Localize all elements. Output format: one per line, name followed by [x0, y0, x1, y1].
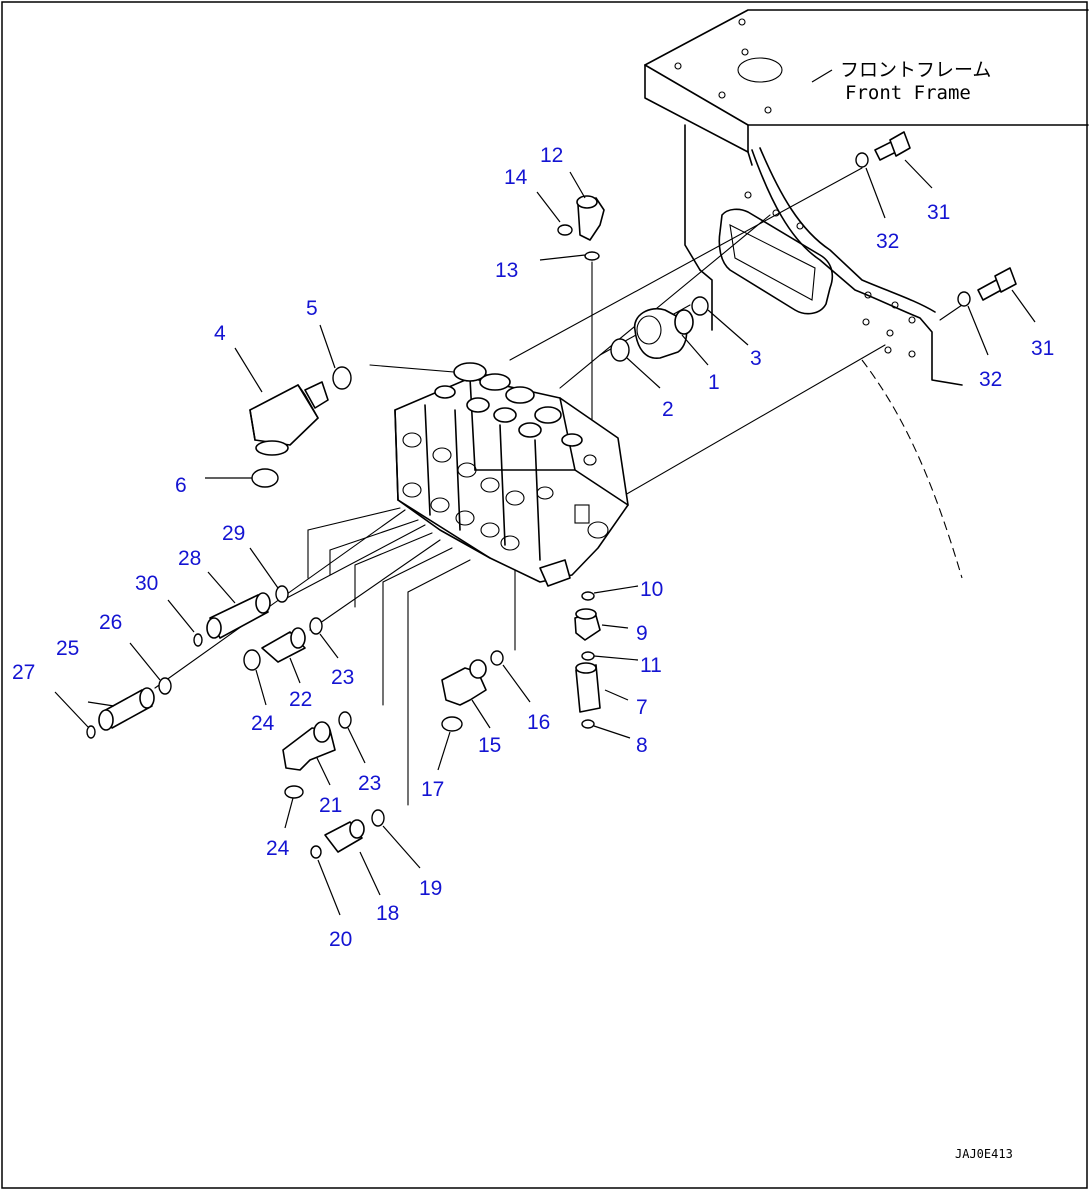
- part-18-adapter: [324, 819, 365, 853]
- part-1-adapter: [634, 308, 694, 359]
- part-label: 21: [319, 794, 342, 817]
- part-17-oring: [441, 716, 463, 732]
- part-5-oring: [332, 366, 352, 390]
- part-label: 23: [358, 772, 381, 795]
- part-label: 7: [636, 696, 648, 719]
- part-label: 4: [214, 322, 226, 345]
- part-label: 24: [266, 837, 290, 860]
- part-30-oring: [193, 633, 203, 647]
- part-label: 17: [421, 778, 444, 801]
- part-24-oring-lower: [284, 785, 304, 799]
- part-label: 24: [251, 712, 275, 735]
- part-label: 29: [222, 522, 245, 545]
- part-label: 22: [289, 688, 312, 711]
- part-22-adapter: [261, 627, 306, 663]
- part-label: 1: [708, 371, 720, 394]
- part-31-bolt-lower: [977, 267, 1017, 301]
- part-14-oring: [557, 224, 573, 236]
- part-label: 12: [540, 144, 563, 167]
- part-4-solenoid: [249, 381, 329, 456]
- part-label: 25: [56, 637, 79, 660]
- part-21-elbow: [282, 721, 336, 771]
- part-label: 15: [478, 734, 501, 757]
- part-label: 32: [876, 230, 899, 253]
- part-label: 23: [331, 666, 354, 689]
- leader-lines: [54, 69, 1036, 916]
- part-6-oring: [251, 468, 279, 488]
- part-31-bolt-upper: [874, 131, 911, 161]
- part-23-oring-lower: [338, 711, 352, 729]
- part-label: 30: [135, 572, 158, 595]
- part-label: 8: [636, 734, 648, 757]
- part-19-oring: [371, 809, 385, 827]
- part-27-oring: [86, 725, 96, 739]
- front-frame: [644, 9, 1089, 579]
- part-15-elbow: [441, 659, 487, 706]
- part-11-oring: [581, 651, 595, 661]
- frame-label-jp: フロントフレーム: [840, 59, 991, 81]
- part-26-oring: [158, 677, 172, 695]
- part-29-oring: [275, 585, 289, 603]
- part-10-oring: [581, 591, 595, 601]
- part-label: 9: [636, 622, 648, 645]
- part-12-elbow: [576, 195, 605, 241]
- part-28-relief-valve: [206, 592, 271, 639]
- part-label: 32: [979, 368, 1002, 391]
- part-2-oring: [610, 338, 630, 362]
- drawing-code: JAJ0E413: [955, 1147, 1013, 1161]
- part-label: 31: [1031, 337, 1054, 360]
- part-label: 27: [12, 661, 35, 684]
- part-24-oring-upper: [243, 649, 261, 671]
- part-label: 20: [329, 928, 352, 951]
- part-label: 28: [178, 547, 201, 570]
- part-label: 3: [750, 347, 762, 370]
- part-label: 11: [640, 654, 662, 677]
- part-20-oring: [310, 845, 322, 859]
- part-label: 5: [306, 297, 318, 320]
- part-32-washer-upper: [855, 152, 869, 168]
- part-8-oring: [581, 719, 595, 729]
- control-valve-body: [394, 362, 629, 587]
- part-13-oring: [584, 251, 600, 261]
- part-23-oring-upper: [309, 617, 323, 635]
- part-label: 26: [99, 611, 122, 634]
- part-3-oring: [691, 296, 709, 316]
- part-16-oring: [490, 650, 504, 666]
- part-32-washer-lower: [957, 291, 971, 307]
- part-25-relief-valve: [98, 687, 155, 731]
- part-label: 16: [527, 711, 550, 734]
- part-label: 6: [175, 474, 187, 497]
- part-label: 18: [376, 902, 399, 925]
- part-labels: 1 2 3 4 5 6 7 8 9 10 11 12 13 14 15 16 1…: [12, 144, 1054, 951]
- part-label: 10: [640, 578, 663, 601]
- part-label: 14: [504, 166, 528, 189]
- part-7-spacer: [575, 662, 601, 713]
- part-label: 2: [662, 398, 674, 421]
- frame-label-en: Front Frame: [845, 82, 971, 104]
- part-label: 19: [419, 877, 442, 900]
- part-label: 13: [495, 259, 518, 282]
- part-label: 31: [927, 201, 950, 224]
- part-9-plug: [574, 608, 601, 641]
